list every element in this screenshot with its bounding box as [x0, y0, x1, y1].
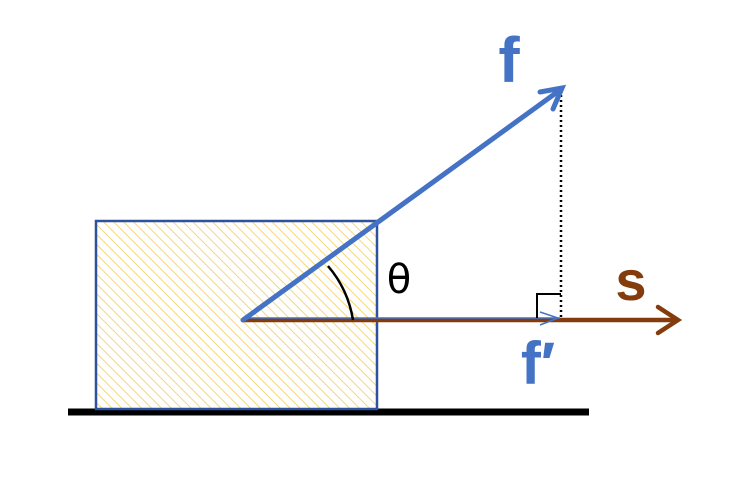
displacement-label: s	[615, 249, 646, 312]
projection-label: f′	[521, 330, 555, 397]
right-angle-marker	[536, 293, 561, 318]
block	[94, 219, 379, 411]
displacement-arrow	[243, 304, 683, 336]
force-label: f	[498, 24, 520, 96]
force-arrow	[240, 84, 567, 323]
angle-label: θ	[387, 257, 411, 303]
angle-arc	[327, 265, 355, 321]
projection-arrow	[243, 311, 561, 326]
